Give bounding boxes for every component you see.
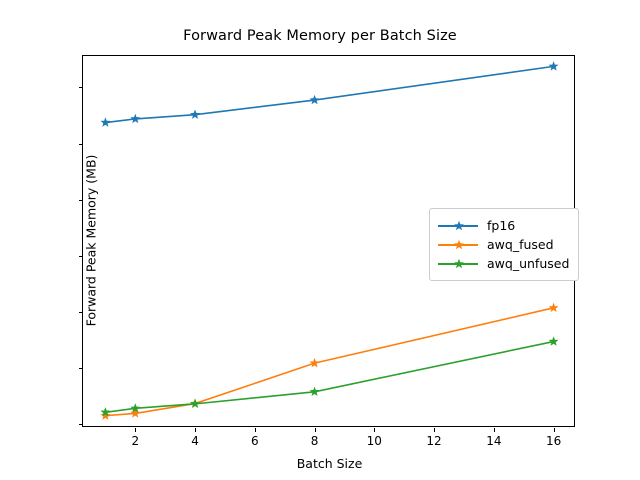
x-tick-label: 6 — [250, 434, 259, 448]
legend-item-fp16[interactable]: fp16 — [438, 216, 569, 235]
x-tick-label: 8 — [310, 434, 319, 448]
x-tick-mark — [553, 428, 555, 432]
series-line — [105, 307, 554, 417]
x-tick-label: 14 — [486, 434, 502, 448]
data-point-marker — [130, 403, 141, 413]
data-point-marker — [190, 398, 200, 409]
series-awq_unfused — [100, 336, 559, 417]
data-point-marker — [309, 357, 320, 368]
data-point-marker — [130, 113, 141, 124]
data-point-marker — [548, 302, 559, 313]
x-tick-mark — [195, 428, 197, 432]
data-point-marker — [100, 407, 111, 417]
legend-star-icon — [454, 220, 464, 230]
y-tick-mark — [79, 143, 83, 145]
y-tick-mark — [79, 312, 83, 314]
legend-label: fp16 — [487, 218, 516, 233]
x-tick-mark — [135, 428, 137, 432]
legend-swatch — [438, 219, 478, 233]
data-point-marker — [309, 386, 320, 396]
data-point-marker — [130, 408, 141, 418]
series-plot — [100, 61, 559, 420]
x-tick-label: 16 — [545, 434, 562, 448]
x-tick-label: 12 — [426, 434, 442, 448]
x-tick-label: 10 — [366, 434, 382, 448]
y-tick-mark — [79, 199, 83, 201]
x-tick-label: 2 — [131, 434, 140, 448]
data-point-marker — [548, 336, 559, 346]
data-point-marker — [309, 94, 320, 105]
x-tick-mark — [254, 428, 256, 432]
legend-label: awq_unfused — [487, 256, 570, 271]
data-point-marker — [100, 117, 111, 127]
y-tick-mark — [79, 255, 83, 257]
chart-title: Forward Peak Memory per Batch Size — [183, 28, 457, 44]
data-point-marker — [190, 109, 200, 119]
y-tick-mark — [79, 424, 83, 426]
legend-item-awq_fused[interactable]: awq_fused — [438, 235, 569, 254]
x-tick-mark — [374, 428, 376, 432]
x-tick-mark — [434, 428, 436, 432]
x-axis-label: Batch Size — [296, 456, 363, 471]
legend-star-icon — [454, 239, 464, 249]
x-tick-label: 4 — [191, 434, 199, 448]
data-point-marker — [100, 410, 111, 420]
series-line — [105, 65, 554, 124]
series-awq_fused — [100, 302, 559, 420]
legend-label: awq_fused — [487, 237, 554, 252]
legend-star-icon — [454, 258, 464, 268]
data-point-marker — [548, 61, 559, 71]
y-tick-mark — [79, 87, 83, 89]
series-fp16 — [100, 61, 559, 127]
x-tick-mark — [314, 428, 316, 432]
legend-item-awq_unfused[interactable]: awq_unfused — [438, 254, 569, 273]
legend-swatch — [438, 257, 478, 271]
y-tick-mark — [79, 368, 83, 370]
legend-swatch — [438, 238, 478, 252]
plot-area: Forward Peak Memory (MB) Batch Size 6000… — [79, 55, 580, 471]
series-line — [105, 340, 554, 414]
legend: fp16 awq_fused awq_unfused — [429, 208, 580, 281]
x-tick-mark — [493, 428, 495, 432]
